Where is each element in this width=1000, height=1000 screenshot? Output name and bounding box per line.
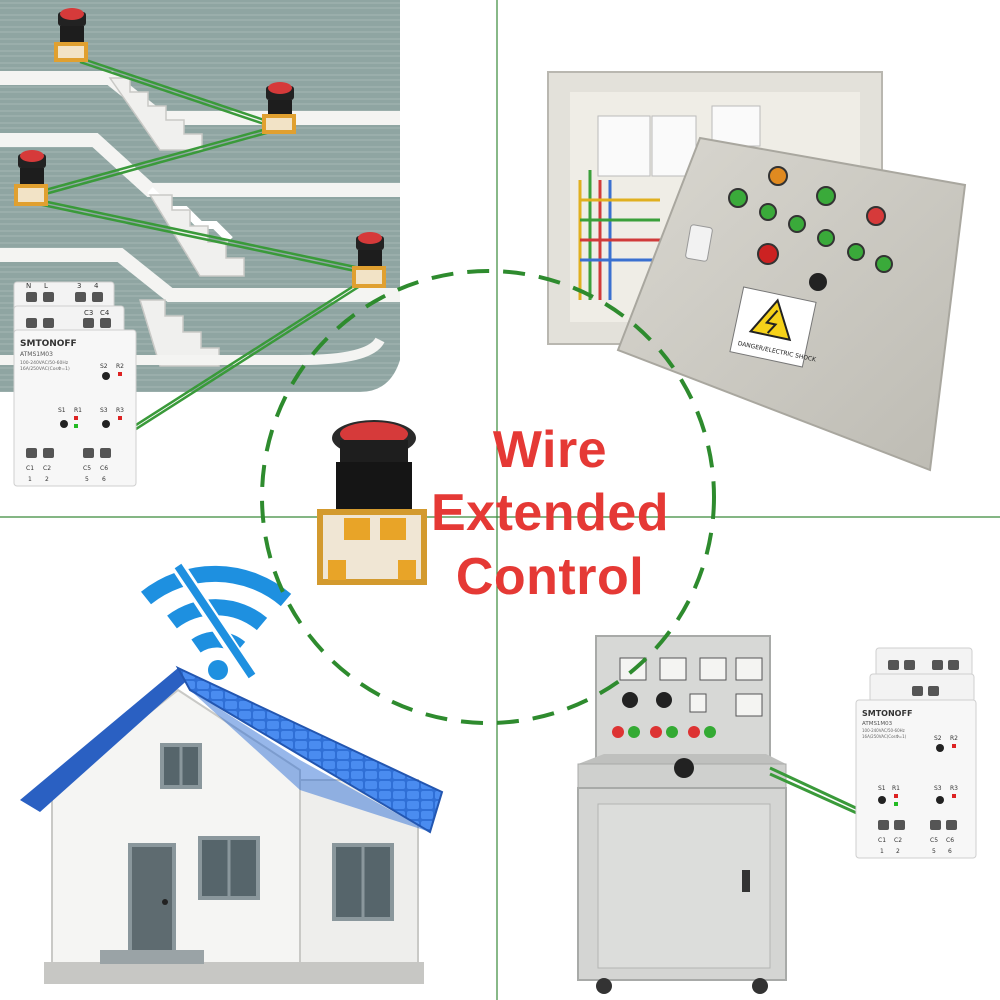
terminal-label: L <box>44 282 48 290</box>
switch-label: R2 <box>950 735 958 742</box>
switch-label: S1 <box>58 407 66 414</box>
test-console-scene <box>577 635 891 994</box>
terminal-label: C3 <box>84 309 93 317</box>
relay-rating: 100-240VAC/50-60Hz <box>862 728 905 733</box>
push-button-icon <box>14 150 48 206</box>
switch-label: R3 <box>116 407 124 414</box>
switch-label: S3 <box>100 407 108 414</box>
terminal-label: C6 <box>946 837 954 844</box>
terminal-number: 5 <box>932 848 936 855</box>
terminal-number: 6 <box>102 476 106 483</box>
terminal-label: C5 <box>83 465 91 472</box>
electrical-cabinet-scene: DANGER/ELECTRIC SHOCK <box>547 71 967 472</box>
dashed-circle <box>260 269 716 725</box>
lightning-warning-icon: DANGER/ELECTRIC SHOCK <box>729 286 818 368</box>
terminal-label: C6 <box>100 465 108 472</box>
terminal-number: 1 <box>880 848 884 855</box>
terminal-number: 2 <box>45 476 49 483</box>
switch-label: R1 <box>74 407 82 414</box>
terminal-label: C5 <box>930 837 938 844</box>
relay-model: ATMS1M03 <box>862 721 893 727</box>
switch-label: R3 <box>950 785 958 792</box>
panel-indicator-lights <box>728 166 893 291</box>
push-button-icon <box>352 232 386 288</box>
terminal-number: 1 <box>28 476 32 483</box>
headline-wire: Wire <box>492 421 608 479</box>
push-button-icon <box>317 420 427 585</box>
terminal-label: C1 <box>26 465 34 472</box>
terminal-number: 2 <box>896 848 900 855</box>
terminal-label: C2 <box>43 465 51 472</box>
switch-label: S3 <box>934 785 942 792</box>
headline-control: Control <box>455 548 645 606</box>
terminal-number: 6 <box>948 848 952 855</box>
relay-module-top-left: N L 3 4 C3 C4 SMTONOFF ATMS1M03 100-240V… <box>13 281 137 487</box>
wifi-off-icon <box>141 556 292 686</box>
relay-rating: 16A/250VAC(CosΦ=1) <box>862 734 907 739</box>
house-icon <box>20 665 444 984</box>
relay-brand: SMTONOFF <box>862 709 912 718</box>
switch-label: R1 <box>892 785 900 792</box>
switch-label: S2 <box>100 363 108 370</box>
relay-brand: SMTONOFF <box>20 339 77 349</box>
terminal-label: 3 <box>77 282 81 290</box>
headline-extended: Extended <box>430 484 670 542</box>
stairwell-wires <box>37 56 361 454</box>
terminal-label: N <box>26 282 31 290</box>
relay-rating: 16A/250VAC(CosΦ=1) <box>20 366 70 372</box>
switch-label: S2 <box>934 735 942 742</box>
switch-label: S1 <box>878 785 886 792</box>
relay-module-bottom-right: SMTONOFF ATMS1M03 100-240VAC/50-60Hz 16A… <box>855 647 977 859</box>
terminal-label: C2 <box>894 837 902 844</box>
relay-model: ATMS1M03 <box>20 351 53 358</box>
switch-label: R2 <box>116 363 124 370</box>
push-button-icon <box>262 82 296 134</box>
terminal-label: C4 <box>100 309 110 317</box>
relay-rating: 100-240VAC/50-60Hz <box>20 360 69 366</box>
push-button-icon <box>54 8 88 62</box>
terminal-label: C1 <box>878 837 886 844</box>
terminal-label: 4 <box>94 282 99 290</box>
terminal-number: 5 <box>85 476 89 483</box>
